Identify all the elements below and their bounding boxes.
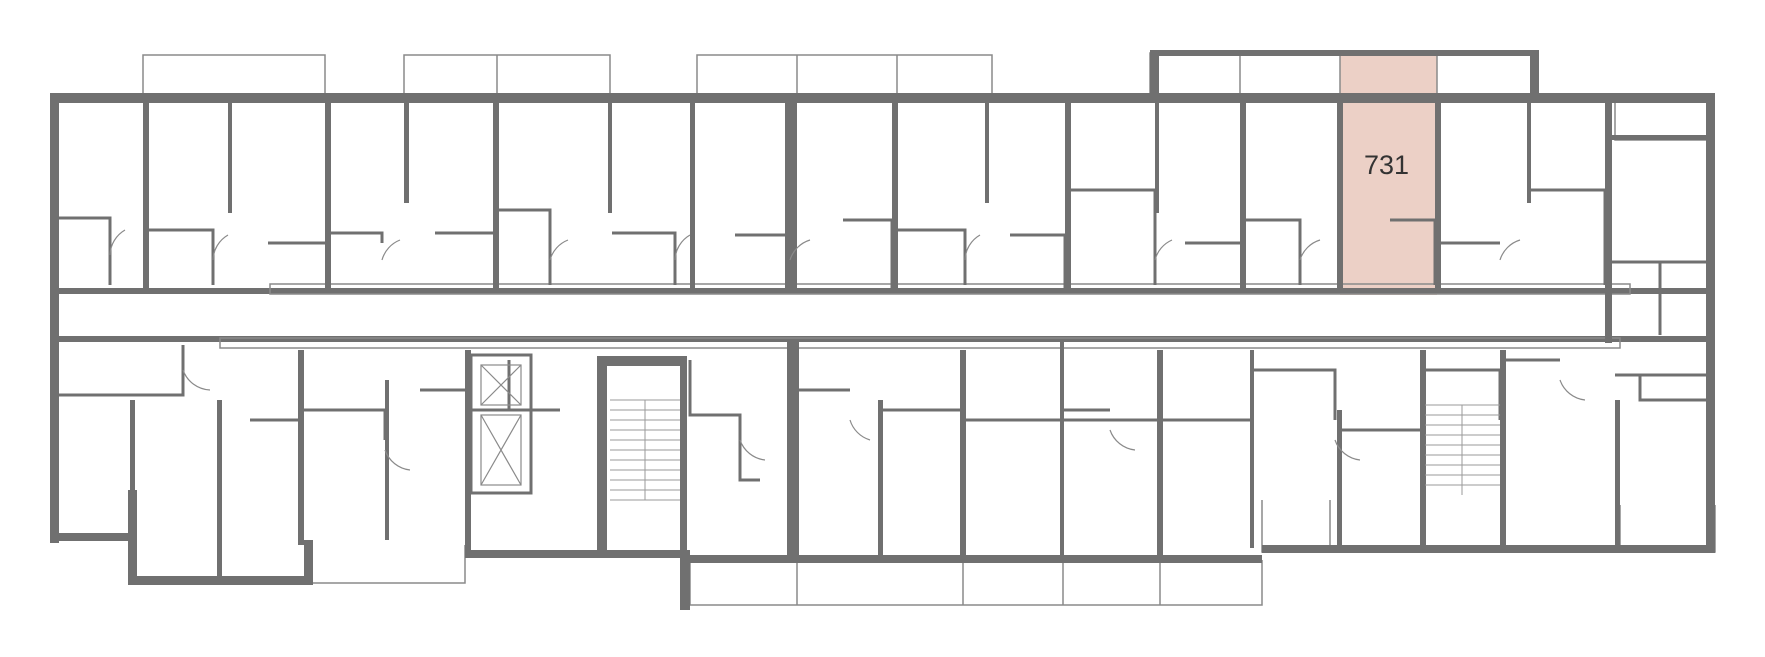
corridor-walls xyxy=(59,283,1706,349)
partition-walls-bottom xyxy=(130,340,1620,576)
bathrooms-top xyxy=(59,188,1706,335)
elevator-shaft xyxy=(469,353,533,495)
partition-walls-top xyxy=(143,100,1712,343)
exterior-walls xyxy=(50,50,1715,610)
door-swings xyxy=(109,229,1586,471)
stairwell-left xyxy=(610,399,680,501)
bathrooms-bottom xyxy=(59,345,1706,482)
stairwell-right xyxy=(1425,404,1500,495)
unit-number-label: 731 xyxy=(1364,150,1409,180)
